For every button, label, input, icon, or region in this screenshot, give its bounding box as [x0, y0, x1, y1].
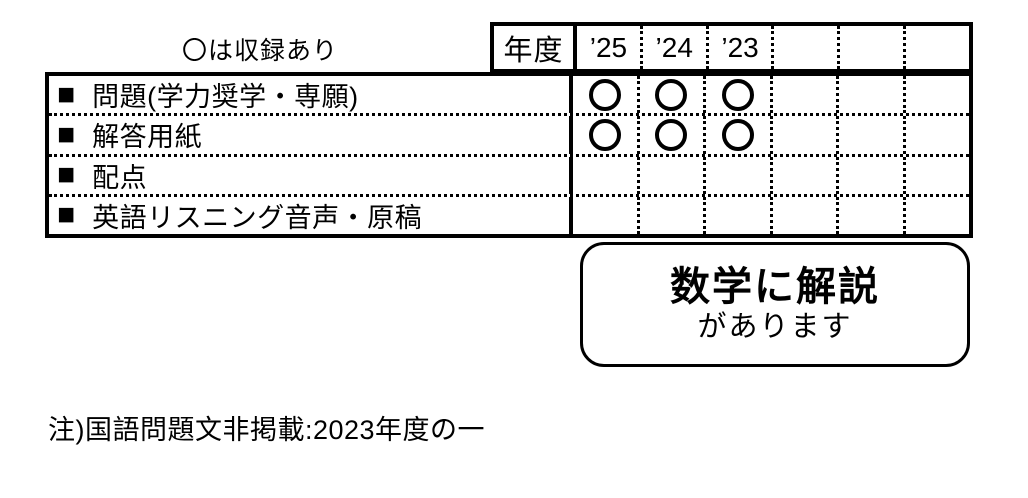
- year-header-cell-1: ’24: [639, 26, 706, 69]
- year-header-cell-5: [903, 26, 969, 69]
- mark-cell: [573, 76, 637, 113]
- year-axis-label: 年度: [494, 26, 577, 69]
- mark-cell: [636, 196, 704, 234]
- mark-cell: [703, 76, 770, 114]
- row-label-cell: ■ 英語リスニング音声・原稿: [49, 196, 573, 234]
- availability-table: ■ 問題(学力奨学・専願) ■ 解答用紙 ■ 配点: [45, 72, 973, 238]
- mark-cell: [769, 156, 837, 194]
- mark-cell: [573, 116, 637, 153]
- row-label-cell: ■ 問題(学力奨学・専願): [49, 76, 573, 114]
- year-header-cell-0: ’25: [589, 31, 628, 63]
- mark-cell: [902, 156, 970, 194]
- mark-cell: [573, 197, 637, 234]
- mark-cell: [636, 156, 704, 194]
- table-row: ■ 解答用紙: [49, 113, 970, 154]
- year-header: 年度 ’25 ’24 ’23: [490, 22, 973, 73]
- filled-square-icon: ■: [57, 158, 76, 192]
- mark-cell: [836, 116, 903, 154]
- year-header-cell-2: ’23: [705, 26, 772, 69]
- table-row: ■ 配点: [49, 153, 970, 194]
- mark-cell: [836, 76, 903, 114]
- table-row: ■ 問題(学力奨学・専願): [49, 76, 970, 114]
- row-label-cell: ■ 配点: [49, 156, 573, 194]
- mark-cell: [836, 156, 903, 194]
- mark-cell: [902, 76, 970, 114]
- mark-cell: [703, 196, 770, 234]
- row-label: 問題(学力奨学・専願): [92, 82, 359, 113]
- year-header-cell-4: [837, 26, 903, 69]
- footnote-text: 注)国語問題文非掲載:2023年度の一: [48, 415, 486, 445]
- year-header-cell-3: [771, 26, 837, 69]
- callout-subtitle: があります: [697, 311, 853, 343]
- callout-title: 数学に解説: [670, 265, 880, 309]
- mark-cell: [769, 116, 837, 154]
- mark-cell: [902, 196, 970, 234]
- math-commentary-callout: 数学に解説 があります: [580, 242, 970, 367]
- mark-cell: [703, 156, 770, 194]
- legend-text: 〇は収録あり: [182, 37, 339, 65]
- row-label: 配点: [92, 162, 148, 193]
- row-label-cell: ■ 解答用紙: [49, 116, 573, 154]
- filled-square-icon: ■: [57, 198, 76, 232]
- row-label: 英語リスニング音声・原稿: [92, 202, 423, 233]
- mark-cell: [703, 116, 770, 154]
- mark-cell: [573, 157, 637, 194]
- filled-square-icon: ■: [57, 117, 76, 151]
- table-row: ■ 英語リスニング音声・原稿: [49, 193, 970, 234]
- mark-cell: [769, 196, 837, 234]
- filled-square-icon: ■: [57, 77, 76, 111]
- row-label: 解答用紙: [92, 122, 203, 153]
- mark-cell: [636, 76, 704, 114]
- mark-cell: [636, 116, 704, 154]
- mark-cell: [769, 76, 837, 114]
- mark-cell: [836, 196, 903, 234]
- mark-cell: [902, 116, 970, 154]
